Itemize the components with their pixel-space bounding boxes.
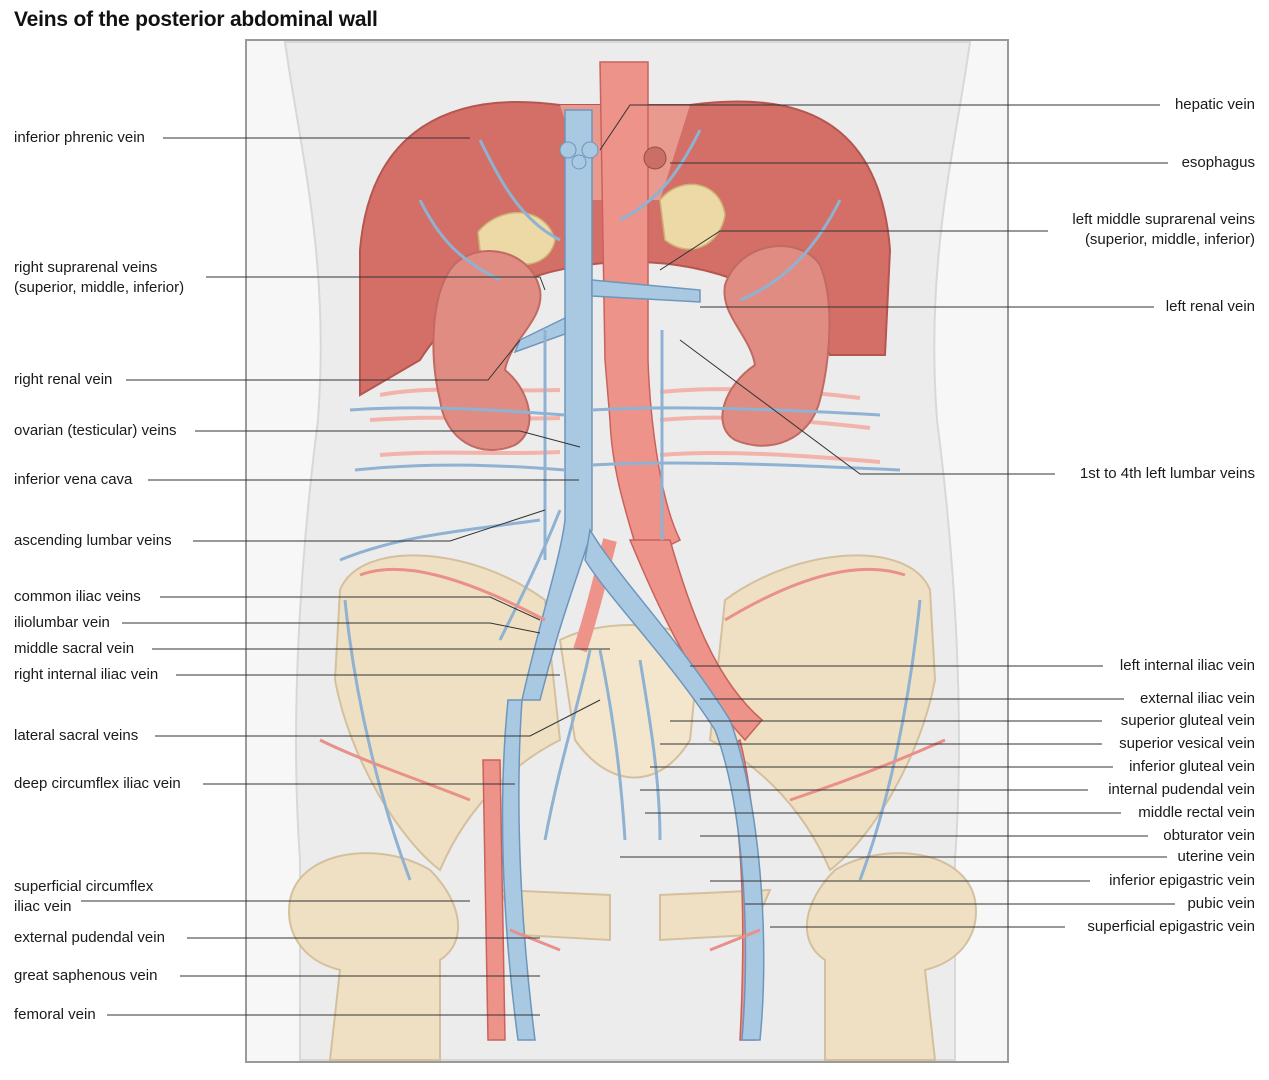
label-external-iliac-vein: external iliac vein [1139, 690, 1255, 707]
label-obturator-vein: obturator vein [1163, 827, 1255, 844]
artery-branches [319, 567, 946, 952]
label-superior-gluteal-vein: superior gluteal vein [1120, 712, 1255, 729]
label-left-lumbar-veins: 1st to 4th left lumbar veins [1079, 465, 1255, 482]
left-renal-vein-shape [591, 279, 701, 303]
left-femur [806, 852, 977, 1061]
label-right-internal-iliac-vein: right internal iliac vein [14, 666, 159, 683]
label-femoral-vein: femoral vein [14, 1006, 96, 1023]
label-ovarian-veins: ovarian (testicular) veins [14, 422, 177, 439]
hepatic-vein-stub-2 [581, 141, 599, 159]
sacrum [558, 624, 702, 779]
label-esophagus: esophagus [1181, 154, 1255, 171]
hepatic-vein-stub-1 [559, 141, 577, 159]
page-title: Veins of the posterior abdominal wall [14, 8, 378, 31]
esophagus-shape [643, 146, 667, 170]
label-right-suprarenal-veins: right suprarenal veins(superior, middle,… [14, 259, 185, 296]
label-right-renal-vein: right renal vein [14, 371, 113, 388]
label-internal-pudendal-vein: internal pudendal vein [1108, 781, 1255, 798]
label-lateral-sacral-veins: lateral sacral veins [14, 727, 139, 744]
right-renal-vein-shape [513, 316, 566, 354]
label-middle-sacral-vein: middle sacral vein [14, 640, 135, 657]
label-inferior-gluteal-vein: inferior gluteal vein [1129, 758, 1255, 775]
label-left-renal-vein: left renal vein [1165, 298, 1255, 315]
right-external-iliac-artery [482, 759, 506, 1041]
label-ascending-lumbar-veins: ascending lumbar veins [14, 532, 172, 549]
label-inferior-vena-cava: inferior vena cava [14, 471, 133, 488]
label-left-internal-iliac-vein: left internal iliac vein [1119, 657, 1255, 674]
label-pubic-vein: pubic vein [1187, 895, 1255, 912]
label-great-saphenous-vein: great saphenous vein [14, 967, 158, 984]
right-femur [288, 852, 459, 1061]
left-common-iliac-vein [584, 527, 765, 1041]
label-common-iliac-veins: common iliac veins [14, 588, 141, 605]
right-external-iliac-vein [501, 699, 536, 1041]
label-inferior-phrenic-vein: inferior phrenic vein [14, 129, 145, 146]
inferior-vena-cava [521, 109, 593, 701]
label-external-pudendal-vein: external pudendal vein [14, 929, 165, 946]
label-superficial-epigastric-vein: superficial epigastric vein [1087, 918, 1255, 935]
label-deep-circumflex-iliac-vein: deep circumflex iliac vein [14, 775, 181, 792]
label-inferior-epigastric-vein: inferior epigastric vein [1109, 872, 1255, 889]
left-ilium [708, 554, 937, 872]
aorta [599, 61, 682, 562]
label-iliolumbar-vein: iliolumbar vein [14, 614, 110, 631]
hepatic-vein-stub-3 [571, 154, 587, 170]
label-middle-rectal-vein: middle rectal vein [1138, 804, 1255, 821]
label-left-middle-suprarenal-veins: left middle suprarenal veins(superior, m… [1072, 211, 1255, 248]
leader-lines [81, 104, 1175, 1016]
label-hepatic-vein: hepatic vein [1174, 96, 1255, 113]
left-common-iliac-artery [628, 539, 764, 742]
label-uterine-vein: uterine vein [1177, 848, 1255, 865]
right-common-iliac-artery [573, 538, 617, 653]
left-suprarenal-gland [659, 183, 726, 250]
label-superior-vesical-vein: superior vesical vein [1119, 735, 1255, 752]
